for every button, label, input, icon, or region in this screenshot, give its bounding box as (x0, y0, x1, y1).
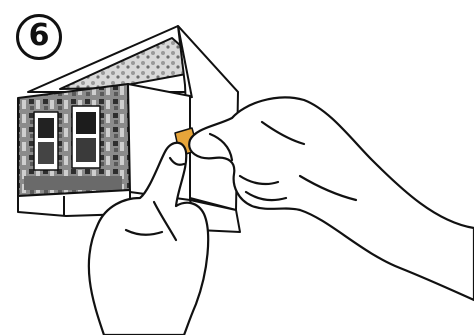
house-facade (18, 84, 130, 196)
